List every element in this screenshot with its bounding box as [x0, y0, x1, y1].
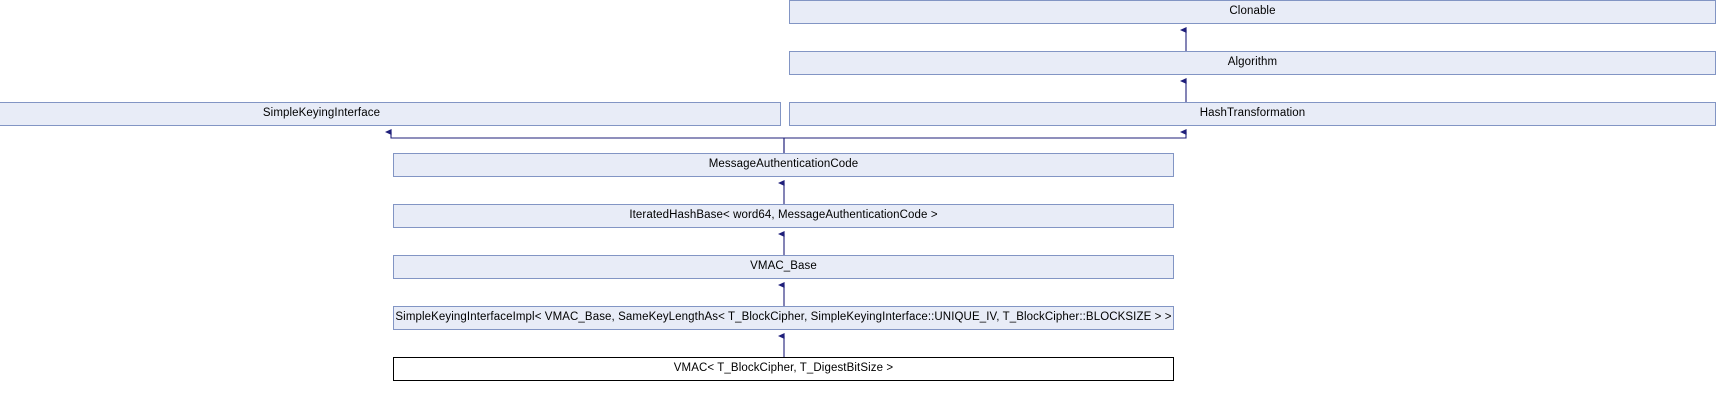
class-node-vmac-base[interactable]: VMAC_Base — [393, 255, 1174, 279]
class-node-label: Algorithm — [1227, 56, 1278, 69]
class-node-label: SimpleKeyingInterfaceImpl< VMAC_Base, Sa… — [395, 311, 1172, 324]
class-node-label: VMAC< T_BlockCipher, T_DigestBitSize > — [673, 362, 894, 375]
class-node-label: SimpleKeyingInterface — [262, 107, 381, 120]
class-node-label: Clonable — [1229, 5, 1276, 18]
class-node-vmac[interactable]: VMAC< T_BlockCipher, T_DigestBitSize > — [393, 357, 1174, 381]
edge-mac-simplekeyinginterface — [385, 129, 785, 153]
class-node-label: MessageAuthenticationCode — [708, 158, 859, 171]
class-node-algorithm[interactable]: Algorithm — [789, 51, 1716, 75]
class-node-hashtransformation[interactable]: HashTransformation — [789, 102, 1716, 126]
class-node-iteratedhashbase[interactable]: IteratedHashBase< word64, MessageAuthent… — [393, 204, 1174, 228]
class-node-clonable[interactable]: Clonable — [789, 0, 1716, 24]
class-node-simplekeyinginterface[interactable]: SimpleKeyingInterface — [0, 102, 781, 126]
class-node-label: HashTransformation — [1199, 107, 1306, 120]
class-node-label: VMAC_Base — [750, 260, 817, 273]
class-node-simplekeyinginterfaceimpl[interactable]: SimpleKeyingInterfaceImpl< VMAC_Base, Sa… — [393, 306, 1174, 330]
edge-mac-hashtransformation — [783, 129, 1187, 153]
class-node-messageauthenticationcode[interactable]: MessageAuthenticationCode — [393, 153, 1174, 177]
class-node-label: IteratedHashBase< word64, MessageAuthent… — [629, 209, 938, 222]
